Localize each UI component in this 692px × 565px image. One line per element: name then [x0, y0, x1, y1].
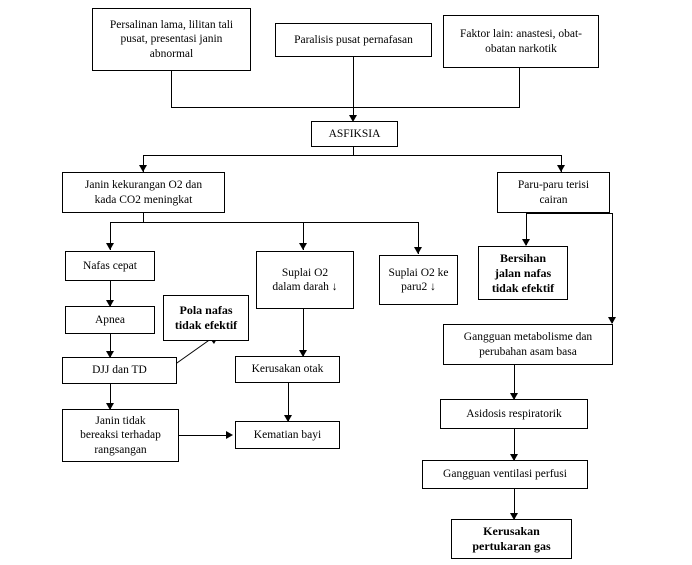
node-gangguan-ventilasi-perfusi[interactable]: Gangguan ventilasi perfusi — [422, 460, 588, 489]
arrowhead-to-kematian-right — [226, 431, 233, 439]
node-paralisis-label: Paralisis pusat pernafasan — [294, 33, 413, 46]
node-asfiksia-label: ASFIKSIA — [328, 127, 381, 140]
node-janin-kekurangan-o2-label: Janin kekurangan O2 dan kada CO2 meningk… — [84, 179, 203, 206]
node-janin-tidak-bereaksi-label: Janin tidak bereaksi terhadap rangsangan — [80, 414, 161, 456]
node-gangguan-ventilasi-perfusi-label: Gangguan ventilasi perfusi — [443, 468, 567, 481]
connector-right-rail-down — [612, 213, 613, 323]
node-kerusakan-pertukaran-gas-label: Kerusakan pertukaran gas — [472, 524, 551, 553]
connector-asfiksia-down — [353, 147, 354, 155]
node-persalinan[interactable]: Persalinan lama, lilitan tali pusat, pre… — [92, 8, 251, 71]
connector-paruparu-bersihan — [526, 213, 527, 245]
node-suplai-o2-dalam-darah-label: Suplai O2 dalam darah ↓ — [272, 266, 338, 293]
node-apnea-label: Apnea — [94, 313, 125, 326]
node-djj-dan-td-label: DJJ dan TD — [92, 364, 147, 377]
connector-to-suplaiparu — [418, 222, 419, 254]
node-janin-kekurangan-o2[interactable]: Janin kekurangan O2 dan kada CO2 meningk… — [62, 172, 225, 213]
arrowhead-to-ventilasi — [510, 454, 518, 461]
node-faktor-lain-label: Faktor lain: anastesi, obat- obatan nark… — [460, 28, 582, 55]
node-asidosis-respiratorik[interactable]: Asidosis respiratorik — [440, 399, 588, 429]
arrowhead-to-janintidak — [106, 403, 114, 410]
node-apnea[interactable]: Apnea — [65, 306, 155, 334]
connector-merge-bar-top — [171, 107, 520, 108]
arrowhead-to-kematian-down — [284, 415, 292, 422]
arrowhead-to-janinkurang — [139, 165, 147, 172]
connector-persalinan-down — [171, 71, 172, 107]
node-pola-nafas-tidak-efektif-label: Pola nafas tidak efektif — [174, 303, 238, 332]
node-kerusakan-pertukaran-gas[interactable]: Kerusakan pertukaran gas — [451, 519, 572, 559]
connector-asfiksia-left-drop — [143, 155, 144, 172]
node-asidosis-respiratorik-label: Asidosis respiratorik — [466, 407, 562, 420]
node-kerusakan-otak[interactable]: Kerusakan otak — [235, 356, 340, 383]
arrowhead-to-nafascepat — [106, 243, 114, 250]
arrowhead-to-asfiksia — [349, 115, 357, 122]
arrowhead-to-kerusakanotak — [299, 350, 307, 357]
arrowhead-to-djj — [106, 351, 114, 358]
connector-to-nafascepat — [110, 222, 111, 250]
connector-ventilasi-pertukarangas — [514, 489, 515, 519]
arrowhead-to-asidosis — [510, 393, 518, 400]
connector-djj-janintidak — [110, 384, 111, 409]
node-bersihan-jalan-nafas-label: Bersihan jalan nafas tidak efektif — [491, 250, 555, 295]
node-kematian-bayi[interactable]: Kematian bayi — [235, 421, 340, 449]
connector-gangguanmetab-asidosis — [514, 365, 515, 399]
node-suplai-o2-ke-paru2-label: Suplai O2 ke paru2 ↓ — [388, 266, 449, 293]
node-suplai-o2-ke-paru2[interactable]: Suplai O2 ke paru2 ↓ — [379, 255, 458, 305]
node-asfiksia[interactable]: ASFIKSIA — [311, 121, 398, 147]
node-suplai-o2-dalam-darah[interactable]: Suplai O2 dalam darah ↓ — [256, 251, 354, 309]
arrowhead-to-paruparu — [557, 165, 565, 172]
connector-split-bar-janinkurang — [110, 222, 418, 223]
node-gangguan-metabolisme[interactable]: Gangguan metabolisme dan perubahan asam … — [443, 324, 613, 365]
node-nafas-cepat[interactable]: Nafas cepat — [65, 251, 155, 281]
node-paralisis[interactable]: Paralisis pusat pernafasan — [275, 23, 432, 57]
connector-asidosis-ventilasi — [514, 429, 515, 460]
node-kerusakan-otak-label: Kerusakan otak — [251, 363, 324, 376]
node-nafas-cepat-label: Nafas cepat — [83, 259, 137, 272]
connector-nafascepat-apnea — [110, 281, 111, 306]
connector-janinkurang-down — [143, 213, 144, 222]
connector-faktorlain-down — [519, 68, 520, 107]
connector-paralisis-down — [353, 57, 354, 119]
node-faktor-lain[interactable]: Faktor lain: anastesi, obat- obatan nark… — [443, 15, 599, 68]
node-bersihan-jalan-nafas[interactable]: Bersihan jalan nafas tidak efektif — [478, 246, 568, 300]
arrowhead-to-gangguanmetab — [608, 317, 616, 324]
arrowhead-to-suplaidarah — [299, 243, 307, 250]
connector-to-suplaidarah — [303, 222, 304, 250]
node-paru-paru-terisi-cairan[interactable]: Paru-paru terisi cairan — [497, 172, 610, 213]
node-kematian-bayi-label: Kematian bayi — [253, 428, 322, 441]
connector-janintidak-kematian — [179, 435, 227, 436]
connector-paruparu-right — [526, 213, 612, 214]
connector-kerusakanotak-kematian — [288, 383, 289, 421]
node-pola-nafas-tidak-efektif[interactable]: Pola nafas tidak efektif — [163, 295, 249, 341]
arrowhead-to-suplaiparu — [414, 247, 422, 254]
connector-asfiksia-right-drop — [561, 155, 562, 172]
node-gangguan-metabolisme-label: Gangguan metabolisme dan perubahan asam … — [463, 331, 593, 358]
connector-split-bar-asfiksia — [143, 155, 562, 156]
connector-suplaidarah-kerusakanotak — [303, 309, 304, 356]
node-djj-dan-td[interactable]: DJJ dan TD — [62, 357, 177, 384]
connector-apnea-djj — [110, 334, 111, 357]
arrowhead-to-pertukarangas — [510, 513, 518, 520]
node-persalinan-label: Persalinan lama, lilitan tali pusat, pre… — [109, 18, 234, 60]
arrowhead-to-apnea — [106, 300, 114, 307]
node-janin-tidak-bereaksi[interactable]: Janin tidak bereaksi terhadap rangsangan — [62, 409, 179, 462]
arrowhead-to-bersihan — [522, 239, 530, 246]
node-paru-paru-terisi-cairan-label: Paru-paru terisi cairan — [517, 179, 590, 206]
